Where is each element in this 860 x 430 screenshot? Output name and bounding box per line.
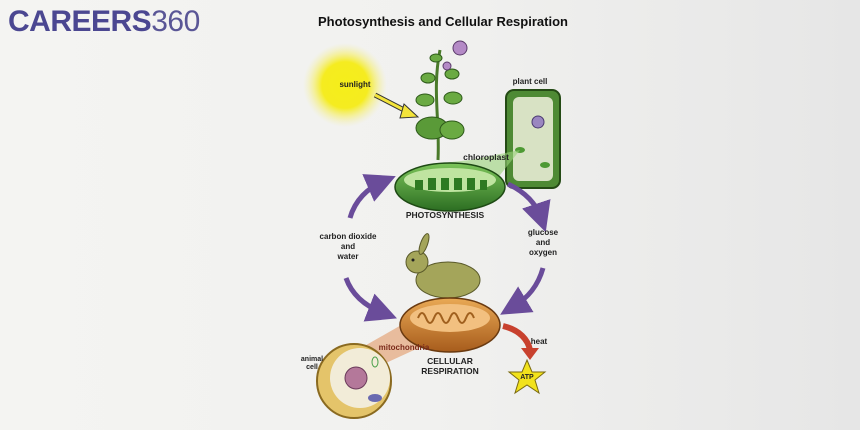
label-carbon-dioxide: carbon dioxide — [319, 232, 377, 241]
heat-arrow — [502, 323, 539, 360]
plant-cell-illustration — [505, 89, 561, 189]
label-water: water — [337, 252, 359, 261]
label-and: and — [340, 242, 356, 251]
cycle-arrow-bottom-left — [343, 277, 397, 322]
label-chloroplast: chloroplast — [463, 152, 509, 162]
label-cellular-respiration: CELLULAR RESPIRATION — [415, 356, 485, 376]
animal-cell-illustration — [316, 343, 392, 419]
label-mitochondria: mitochondria — [378, 343, 430, 352]
sunlight-arrow — [373, 92, 420, 119]
mitochondria-illustration — [399, 297, 501, 353]
cycle-arrow-top-right — [506, 181, 551, 233]
careers360-logo[interactable]: CAREERS360 — [8, 5, 200, 39]
zoom-wedge-chloroplast — [425, 150, 520, 175]
label-sunlight: sunlight — [339, 80, 371, 89]
rabbit-illustration — [405, 233, 481, 299]
label-respiration: RESPIRATION — [421, 366, 479, 376]
atp-star-icon — [507, 358, 547, 395]
label-glucose-and-oxygen: glucose and oxygen — [520, 228, 566, 258]
label-and: and — [535, 238, 551, 247]
label-photosynthesis: PHOTOSYNTHESIS — [405, 210, 485, 220]
label-atp: ATP — [520, 374, 534, 381]
plant-illustration — [415, 40, 468, 161]
label-carbon-dioxide-and-water: carbon dioxide and water — [308, 232, 388, 262]
label-animal-cell: animal cell — [298, 356, 326, 372]
logo-light: 360 — [151, 5, 200, 38]
label-plant-cell: plant cell — [512, 77, 548, 86]
logo-bold: CAREERS — [8, 5, 152, 38]
cycle-arrow-bottom-right — [500, 267, 546, 315]
label-cellular: CELLULAR — [427, 356, 473, 366]
label-oxygen: oxygen — [528, 248, 557, 257]
diagram-title: Photosynthesis and Cellular Respiration — [318, 14, 568, 29]
label-animal: animal — [300, 356, 324, 363]
label-glucose: glucose — [527, 228, 559, 237]
label-heat: heat — [530, 337, 548, 346]
label-cell: cell — [306, 364, 318, 371]
cycle-arrow-top-left — [347, 174, 396, 219]
chloroplast-illustration — [394, 162, 506, 212]
sun-icon — [303, 43, 387, 127]
